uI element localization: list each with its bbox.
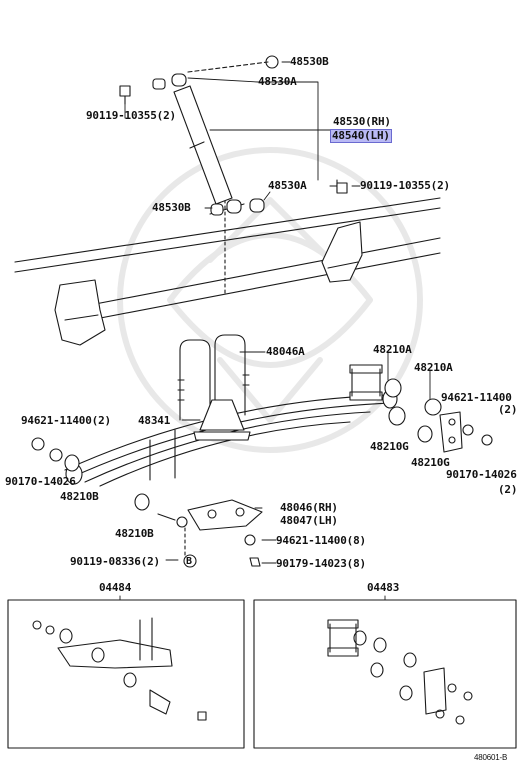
label-48341[interactable]: 48341 xyxy=(138,414,171,427)
spring-hanger-right xyxy=(321,221,363,283)
label-48530B-low[interactable]: 48530B xyxy=(152,201,191,214)
label-94621-11400-mid[interactable]: 94621-11400(8) xyxy=(276,534,366,547)
spring-seat-plate xyxy=(187,499,263,531)
label-48210A-b[interactable]: 48210A xyxy=(414,361,453,374)
kit-box-04483 xyxy=(253,599,517,749)
label-94621-11400-right[interactable]: 94621-11400 xyxy=(441,391,512,404)
label-48540-lh[interactable]: 48540(LH) xyxy=(330,129,392,143)
label-90119-08336[interactable]: 90119-08336(2) xyxy=(70,555,160,568)
bushing-48530A-top xyxy=(171,73,187,87)
u-bolt xyxy=(149,334,250,481)
label-48210B-a[interactable]: 48210B xyxy=(60,490,99,503)
label-kit-04484[interactable]: 04484 xyxy=(99,581,132,594)
label-90170-14026-right[interactable]: 90170-14026 xyxy=(446,468,517,481)
label-48046A[interactable]: 48046A xyxy=(266,345,305,358)
label-48210A-a[interactable]: 48210A xyxy=(373,343,412,356)
label-48530A-low[interactable]: 48530A xyxy=(268,179,307,192)
spring-hanger-left xyxy=(54,279,106,346)
watermark-emblem xyxy=(117,147,423,453)
bushing-48530B-low-a xyxy=(226,199,242,214)
label-48210B-b[interactable]: 48210B xyxy=(115,527,154,540)
label-48530A-top[interactable]: 48530A xyxy=(258,75,297,88)
bolt-90119-left xyxy=(119,85,131,97)
kit-box-04484 xyxy=(7,599,245,749)
marker-B-circle xyxy=(183,554,197,568)
label-48047-lh[interactable]: 48047(LH) xyxy=(280,514,338,527)
label-90170-14026-left[interactable]: 90170-14026 xyxy=(5,475,76,488)
spring-bumper xyxy=(193,399,251,441)
bolt-90119-right xyxy=(336,182,348,194)
label-48530B-top[interactable]: 48530B xyxy=(290,55,329,68)
label-48530-rh[interactable]: 48530(RH) xyxy=(333,115,391,128)
bushing-48530B-low-b xyxy=(210,203,224,216)
label-48210G-a[interactable]: 48210G xyxy=(370,440,409,453)
label-90170-14026-right-qty: (2) xyxy=(498,483,518,496)
footer-code: 480601-B xyxy=(474,753,508,762)
label-94621-11400-left[interactable]: 94621-11400(2) xyxy=(21,414,111,427)
label-94621-11400-right-qty: (2) xyxy=(498,403,518,416)
front-bushings xyxy=(31,437,261,568)
shackle xyxy=(349,364,493,453)
frame-rail xyxy=(14,197,441,321)
label-kit-04483[interactable]: 04483 xyxy=(367,581,400,594)
label-48210G-b[interactable]: 48210G xyxy=(411,456,450,469)
marker-B-letter: B xyxy=(186,556,192,567)
label-90119-10355-right[interactable]: 90119-10355(2) xyxy=(360,179,450,192)
shock-absorber xyxy=(119,55,348,216)
label-90179-14023[interactable]: 90179-14023(8) xyxy=(276,557,366,570)
bushing-48530A-low xyxy=(249,198,265,213)
label-48046-rh[interactable]: 48046(RH) xyxy=(280,501,338,514)
leader-lines xyxy=(119,61,431,606)
label-90119-10355-left[interactable]: 90119-10355(2) xyxy=(86,109,176,122)
